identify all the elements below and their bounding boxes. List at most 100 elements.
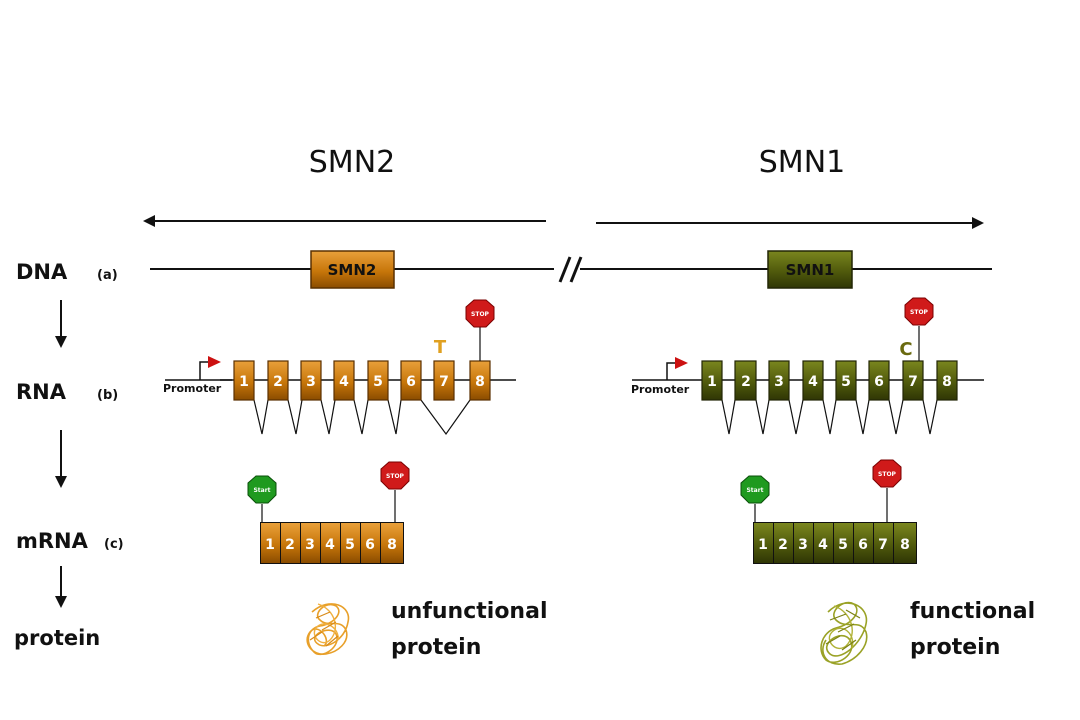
smn2-splice-3 [320, 399, 336, 435]
smn1-mrna-exon-7 [874, 523, 893, 563]
smn2-exon-6 [400, 360, 422, 401]
smn1-mrna-exon-7-label: 7 [878, 537, 888, 553]
smn2-exon-7 [433, 360, 455, 401]
smn2-exon-5-label: 5 [373, 374, 383, 390]
smn1-mrna-exon-4 [814, 523, 833, 563]
smn1-exon-1 [701, 360, 723, 401]
smn1-nucleotide-label: C [899, 339, 912, 360]
dna-break-icon [558, 256, 583, 283]
smn1-mrna-exon-2-label: 2 [778, 537, 788, 553]
smn2-promoter-label: Promoter [163, 382, 222, 395]
smn2-splice-2 [287, 399, 303, 435]
smn1-splice-4 [822, 399, 837, 435]
smn2-mrna-exon-8-label: 8 [387, 537, 397, 553]
smn2-exon-2 [267, 360, 289, 401]
row-sublabel-mrna: (c) [104, 537, 124, 552]
smn1-mrna-exon-6-label: 6 [858, 537, 868, 553]
smn2-gene-box-label: SMN2 [328, 261, 377, 279]
smn2-mrna-exon-1-label: 1 [265, 537, 275, 553]
smn1-exon-5 [835, 360, 857, 401]
smn1-start-label: Start [746, 487, 763, 494]
smn1-splice-7 [922, 399, 938, 435]
row-sublabel-dna: (a) [97, 268, 118, 283]
smn2-rna: Promoter 1 2 3 4 5 6 7 8 T STOP [163, 299, 516, 436]
row-label-mrna: mRNA [16, 529, 89, 553]
smn1-promoter-stem [666, 362, 677, 380]
smn2-exon-4 [333, 360, 355, 401]
smn2-rna-stop-icon [465, 299, 495, 328]
smn2-promoter-arrow-icon [208, 356, 221, 368]
smn1-exon-2 [734, 360, 757, 401]
smn2-mrna-exon-1 [261, 523, 280, 563]
row-label-rna: RNA [16, 380, 67, 404]
smn2-exon-3-label: 3 [306, 374, 316, 390]
row-label-protein: protein [14, 626, 100, 650]
smn2-exon-8-label: 8 [475, 374, 485, 390]
smn1-mrna-exon-2 [774, 523, 793, 563]
smn1-exon-2-label: 2 [741, 374, 751, 390]
smn1-splice-3 [788, 399, 804, 435]
smn1-splice-1 [721, 399, 736, 435]
smn2-mrna-exon-4 [321, 523, 340, 563]
smn1-mrna-exon-8-label: 8 [900, 537, 910, 553]
smn1-exon-4 [802, 360, 824, 401]
smn1-exon-7-label: 7 [908, 374, 918, 390]
smn2-mrna-stop-icon [380, 461, 410, 490]
smn1-mrna-exon-5-label: 5 [838, 537, 848, 553]
smn1-mrna-exon-1 [754, 523, 773, 563]
smn1-title: SMN1 [759, 145, 845, 180]
smn2-exon-4-label: 4 [339, 374, 349, 390]
smn2-exon-3 [300, 360, 322, 401]
smn1-mrna-exon-3-label: 3 [798, 537, 808, 553]
smn2-promoter-stem [199, 361, 210, 380]
smn2-rna-stop-label: STOP [471, 311, 490, 318]
smn1-exon-7 [902, 360, 924, 401]
smn2-mrna-exon-3-label: 3 [305, 537, 315, 553]
smn1-rna-stop-icon [904, 297, 934, 326]
smn1-mrna-stop-icon [872, 459, 902, 488]
smn1-exon-8-label: 8 [942, 374, 952, 390]
smn2-gene-box [310, 250, 395, 289]
smn1-mrna-exon-6 [854, 523, 873, 563]
smn1-mrna-exon-8 [894, 523, 916, 563]
smn2-splice-1 [253, 399, 269, 435]
smn1-gene-box-label: SMN1 [786, 261, 835, 279]
smn1-rna-stop-label: STOP [910, 309, 929, 316]
smn1-start-icon [740, 475, 770, 504]
smn1-exon-4-label: 4 [808, 374, 818, 390]
smn1-outcome-line1: functional [910, 599, 1035, 624]
smn2-mrna-exon-6-label: 6 [365, 537, 375, 553]
smn2-mrna-exon-5-label: 5 [345, 537, 355, 553]
smn1-exon-5-label: 5 [841, 374, 851, 390]
smn2-mrna-exon-2-label: 2 [285, 537, 295, 553]
row-label-dna: DNA [16, 260, 68, 284]
smn2-exon-7-label: 7 [439, 374, 449, 390]
smn1-splice-6 [888, 399, 904, 435]
smn1-mrna: 1 2 3 4 5 6 7 8 Start STOP [740, 459, 917, 564]
smn1-promoter-arrow-icon [675, 357, 688, 369]
smn2-start-icon [247, 475, 277, 504]
smn2-mrna-exon-2 [281, 523, 300, 563]
smn2-exon-5 [367, 360, 389, 401]
smn2-mrna-exon-5 [341, 523, 360, 563]
smn1-rna: Promoter 1 2 3 4 5 6 7 8 C STOP [631, 297, 984, 435]
smn2-outcome-line1: unfunctional [391, 599, 547, 624]
smn2-splice-skip-exon7 [420, 399, 471, 436]
smn2-mrna-exon-3 [301, 523, 320, 563]
smn2-exon-2-label: 2 [273, 374, 283, 390]
smn1-exon-6-label: 6 [874, 374, 884, 390]
row-sublabel-rna: (b) [97, 388, 118, 403]
smn2-mrna-exon-8 [381, 523, 403, 563]
smn1-exon-6 [868, 360, 890, 401]
smn1-folded-protein-icon [820, 601, 868, 665]
smn2-title: SMN2 [309, 145, 395, 180]
smn1-exon-8 [936, 360, 958, 401]
smn1-outcome-line2: protein [910, 635, 1000, 660]
smn2-start-label: Start [253, 487, 270, 494]
smn1-splice-2 [755, 399, 770, 435]
smn1-promoter-label: Promoter [631, 383, 690, 396]
smn2-mrna-exon-6 [361, 523, 380, 563]
smn2-mrna: 1 2 3 4 5 6 8 Start STOP [247, 461, 410, 564]
smn1-exon-1-label: 1 [707, 374, 717, 390]
smn1-splice-5 [855, 399, 870, 435]
